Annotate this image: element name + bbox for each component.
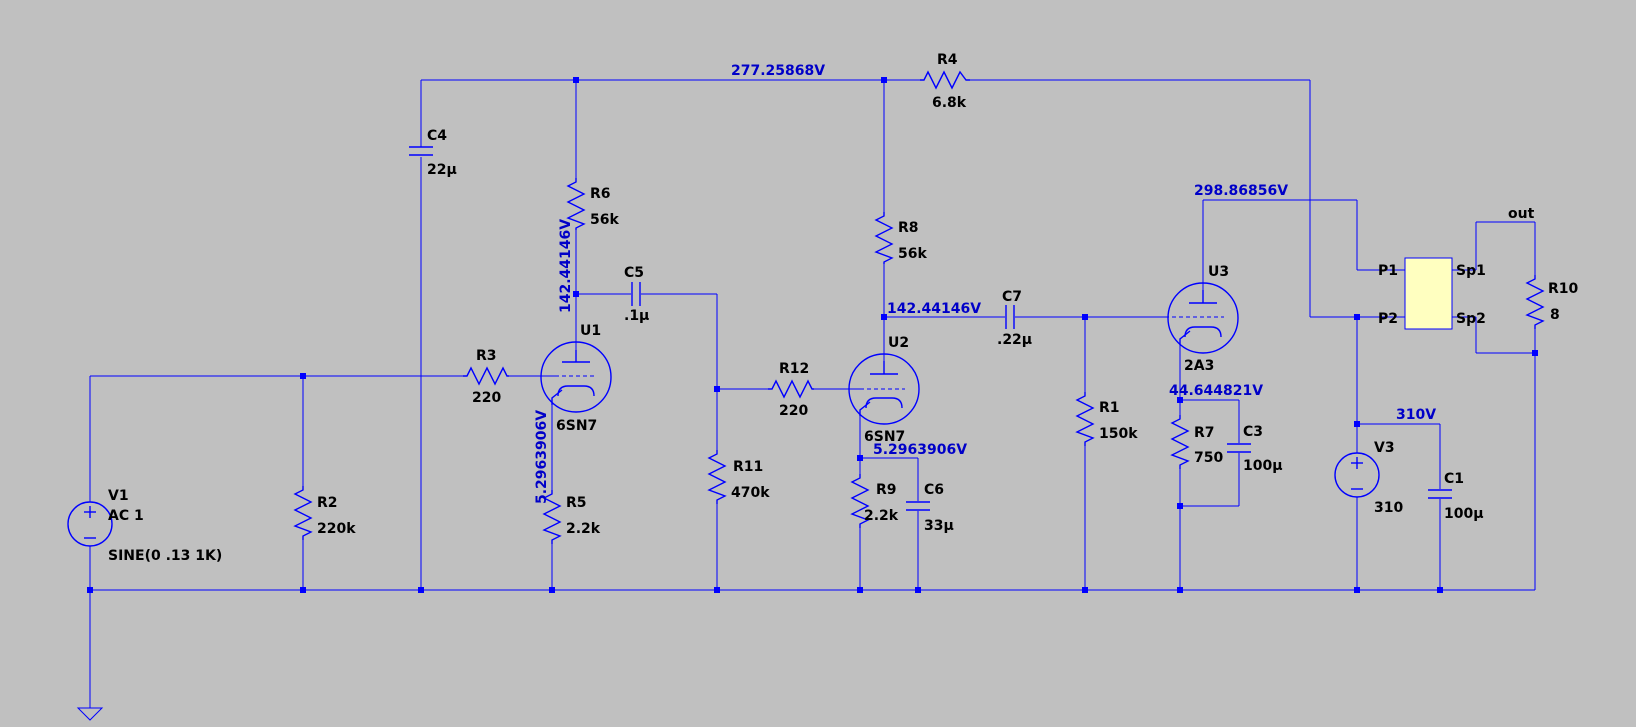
u2-value: 6SN7	[864, 429, 905, 445]
r9-value: 2.2k	[864, 508, 899, 524]
v1-spec: SINE(0 .13 1K)	[108, 548, 222, 564]
r5-name: R5	[566, 495, 587, 511]
node-voltages: 277.25868V 142.44146V 5.2963906V 142.441…	[534, 63, 1436, 504]
u3-plate-voltage: 298.86856V	[1194, 183, 1288, 199]
tube-u3[interactable]	[1165, 282, 1239, 354]
c4-value: 22µ	[427, 162, 457, 178]
r6-name: R6	[590, 186, 611, 202]
resistor-r10[interactable]	[1525, 275, 1545, 329]
r3-value: 220	[472, 390, 501, 406]
xfmr-p2-label: P2	[1378, 311, 1398, 327]
r7-name: R7	[1194, 425, 1215, 441]
c4-name: C4	[427, 128, 447, 144]
r11-value: 470k	[731, 485, 770, 501]
resistor-r5[interactable]	[542, 490, 562, 544]
u1-cathode-voltage: 5.2963906V	[534, 410, 550, 504]
u2-cathode-voltage: 5.2963906V	[873, 442, 967, 458]
r9-name: R9	[876, 482, 897, 498]
xfmr-sp1-label: Sp1	[1456, 263, 1486, 279]
r11-name: R11	[733, 459, 763, 475]
r2-name: R2	[317, 495, 338, 511]
resistor-r9[interactable]	[850, 474, 870, 528]
component-labels: V1 AC 1 SINE(0 .13 1K) R2 220k C4 22µ R3…	[108, 52, 1579, 564]
r4-value: 6.8k	[932, 95, 967, 111]
capacitor-c3[interactable]	[1227, 443, 1251, 453]
tube-u2[interactable]	[848, 353, 920, 425]
v1-name: V1	[108, 488, 129, 504]
resistor-r3[interactable]	[463, 366, 509, 386]
r8-value: 56k	[898, 246, 927, 262]
supply-voltage: 310V	[1396, 407, 1436, 423]
r3-name: R3	[476, 348, 497, 364]
c6-value: 33µ	[924, 518, 954, 534]
ground-symbol	[76, 707, 104, 721]
resistor-r2[interactable]	[293, 486, 313, 540]
resistor-r8[interactable]	[874, 212, 894, 264]
capacitor-c1[interactable]	[1428, 489, 1452, 499]
u3-name: U3	[1208, 264, 1229, 280]
capacitor-c5[interactable]	[631, 282, 641, 306]
c6-name: C6	[924, 482, 944, 498]
u2-plate-voltage: 142.44146V	[887, 301, 981, 317]
xfmr-p1-label: P1	[1378, 263, 1398, 279]
c7-value: .22µ	[997, 332, 1032, 348]
c1-name: C1	[1444, 471, 1464, 487]
c7-name: C7	[1002, 289, 1022, 305]
tube-u1[interactable]	[540, 341, 612, 413]
resistor-r4[interactable]	[920, 70, 970, 90]
r5-value: 2.2k	[566, 521, 601, 537]
u3-cathode-voltage: 44.644821V	[1169, 383, 1263, 399]
r2-value: 220k	[317, 521, 356, 537]
c1-value: 100µ	[1444, 506, 1484, 522]
resistor-r1[interactable]	[1075, 392, 1095, 446]
voltage-source-v3[interactable]	[1334, 452, 1380, 498]
voltage-source-v1[interactable]	[67, 501, 113, 547]
capacitor-c7[interactable]	[1005, 305, 1015, 329]
r8-name: R8	[898, 220, 919, 236]
u1-plate-voltage: 142.44146V	[558, 219, 574, 313]
v1-value: AC 1	[108, 508, 144, 524]
u2-name: U2	[888, 335, 909, 351]
resistor-r6[interactable]	[566, 178, 586, 230]
output-transformer[interactable]	[1404, 257, 1453, 330]
r4-name: R4	[937, 52, 958, 68]
v3-value: 310	[1374, 500, 1403, 516]
c3-value: 100µ	[1243, 458, 1283, 474]
resistor-r12[interactable]	[768, 379, 814, 399]
r12-name: R12	[779, 361, 809, 377]
u3-value: 2A3	[1184, 358, 1214, 374]
c5-value: .1µ	[624, 308, 649, 324]
r6-value: 56k	[590, 212, 619, 228]
c3-name: C3	[1243, 424, 1263, 440]
r1-value: 150k	[1099, 426, 1138, 442]
resistor-r7[interactable]	[1170, 415, 1190, 469]
wires	[89, 79, 1536, 708]
r12-value: 220	[779, 403, 808, 419]
capacitor-c6[interactable]	[906, 501, 930, 511]
c5-name: C5	[624, 265, 644, 281]
r1-name: R1	[1099, 400, 1120, 416]
b-plus-voltage: 277.25868V	[731, 63, 825, 79]
resistor-r11[interactable]	[707, 450, 727, 504]
u1-name: U1	[580, 323, 601, 339]
u1-value: 6SN7	[556, 418, 597, 434]
r7-value: 750	[1194, 450, 1223, 466]
r10-name: R10	[1548, 281, 1579, 297]
junction-dots	[87, 77, 1538, 593]
r10-value: 8	[1550, 307, 1560, 323]
capacitor-c4[interactable]	[409, 146, 433, 156]
out-net-label: out	[1508, 206, 1535, 222]
v3-name: V3	[1374, 440, 1395, 456]
xfmr-sp2-label: Sp2	[1456, 311, 1486, 327]
